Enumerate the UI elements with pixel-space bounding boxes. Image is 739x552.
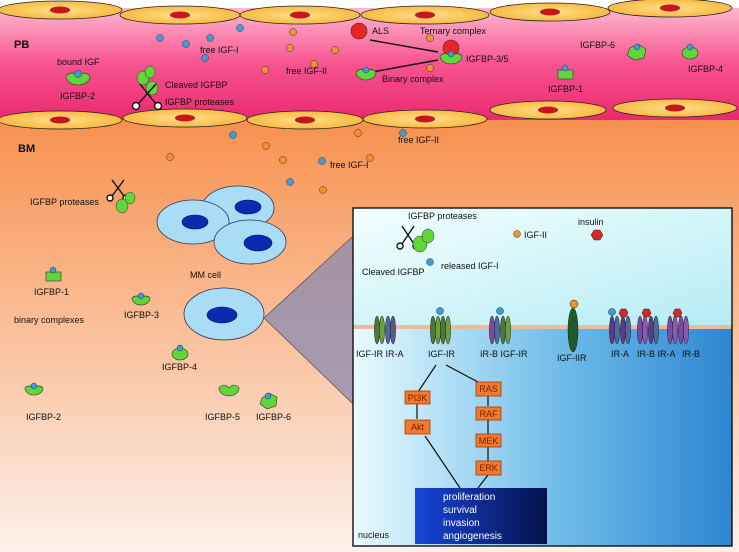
igfbp1-icon-pb <box>557 64 574 80</box>
free-igf1-label-bm: free IGF-I <box>330 160 369 170</box>
raf-box <box>475 406 502 421</box>
insulin-label: insulin <box>578 217 604 227</box>
free-igf1-label-pb: free IGF-I <box>200 45 239 55</box>
igfbp6-icon-pb <box>626 43 647 61</box>
bound-igf-icon <box>65 70 91 86</box>
pi3k-label: PI3K <box>408 393 428 403</box>
raf-label: RAF <box>480 409 499 419</box>
igfbp3-icon-bm <box>131 292 151 306</box>
receptor-label-igf1r: IGF-IR <box>428 349 455 359</box>
pb-label: PB <box>14 39 29 51</box>
pathway-right: RAS RAF MEK ERK <box>475 381 502 476</box>
receptor-irb-igf1r <box>489 307 511 345</box>
igfbp3-label-bm: IGFBP-3 <box>124 310 159 320</box>
mm-cell-label: MM cell <box>190 270 221 280</box>
erk-box <box>475 460 502 476</box>
igfbp2-label-pb: IGFBP-2 <box>60 91 95 101</box>
zoom-igfbp-proteases-label: IGFBP proteases <box>408 211 477 221</box>
outcomes-box <box>415 488 547 544</box>
endothelium-top-nuclei <box>50 4 680 19</box>
cleaved-igfbp-label-pb: Cleaved IGFBP <box>165 80 228 90</box>
pathway-connectors <box>416 364 489 489</box>
zoom-cleaved-igfbp-label: Cleaved IGFBP <box>362 267 425 277</box>
igfbp6-label-bm: IGFBP-6 <box>256 412 291 422</box>
receptor-label-igf1r-ira: IGF-IR IR-A <box>356 349 404 359</box>
igf2-label: IGF-II <box>524 230 547 240</box>
complex-line-1 <box>369 39 439 53</box>
ras-box <box>475 381 502 397</box>
free-igf-dots-pb <box>156 24 434 74</box>
igfbp2-label-bm: IGFBP-2 <box>26 412 61 422</box>
outcome-survival: survival <box>443 505 477 516</box>
endothelium-bottom-nuclei <box>50 104 685 124</box>
igfbp4-label-pb: IGFBP-4 <box>688 64 723 74</box>
zoom-cleaved-igfbp-icon <box>412 228 435 253</box>
igfbp-proteases-label-bm: IGFBP proteases <box>30 197 99 207</box>
released-igf1-label: released IGF-I <box>441 261 499 271</box>
igfbp6-icon-bm <box>259 392 278 410</box>
igfbp5-icon-bm <box>218 384 240 397</box>
endothelium-top <box>0 0 733 25</box>
erk-label: ERK <box>479 463 498 473</box>
akt-label: Akt <box>411 422 425 432</box>
igfbp5-label-bm: IGFBP-5 <box>205 412 240 422</box>
igfbp-proteases-label-pb: IGFBP proteases <box>165 97 234 107</box>
cleaved-igfbp-icon-bm <box>115 191 136 214</box>
complex-line-2 <box>371 59 439 73</box>
igfbp2-icon-bm <box>24 382 44 396</box>
bound-igf-label: bound IGF <box>57 57 100 67</box>
igf2-icon <box>513 230 521 238</box>
receptor-igf2r <box>567 299 579 353</box>
ternary-complex-label: Ternary complex <box>420 26 487 36</box>
receptor-label-irb-ira: IR-B IR-A <box>637 349 676 359</box>
binary-complexes-label: binary complexes <box>14 315 85 325</box>
insulin-icon <box>590 229 604 241</box>
receptor-label-irb: IR-B <box>682 349 700 359</box>
receptor-igf1r-ira <box>374 315 396 345</box>
igfbp1-label-pb: IGFBP-1 <box>548 84 583 94</box>
outcome-proliferation: proliferation <box>443 492 495 503</box>
free-igf2-label-pb: free IGF-II <box>286 66 327 76</box>
free-igf-dots-bm <box>166 129 407 194</box>
receptor-irb <box>667 308 689 345</box>
released-igf1-icon <box>426 258 434 266</box>
outcome-invasion: invasion <box>443 518 480 529</box>
pi3k-box <box>404 390 431 405</box>
receptor-ira <box>608 308 631 345</box>
als-label: ALS <box>372 26 389 36</box>
receptor-label-irb-igf1r: IR-B IGF-IR <box>480 349 528 359</box>
mek-label: MEK <box>479 436 499 446</box>
igfbp6-label-pb: IGFBP-6 <box>580 40 615 50</box>
mm-cell-nuclei <box>181 199 273 324</box>
receptor-label-igf2r: IGF-IIR <box>557 353 587 363</box>
receptor-igf1r <box>430 307 451 345</box>
als-icon <box>350 22 368 40</box>
nucleus-label: nucleus <box>358 530 390 540</box>
igfbp4-icon-pb <box>681 43 699 60</box>
igfbp35-label: IGFBP-3/5 <box>466 54 509 64</box>
binary-complex-icon <box>355 66 377 81</box>
receptor-irb-ira <box>637 308 659 345</box>
igfbp4-label-bm: IGFBP-4 <box>162 362 197 372</box>
akt-box <box>404 419 431 435</box>
outcome-angiogenesis: angiogenesis <box>443 531 502 542</box>
scissors-icon <box>131 83 163 111</box>
ternary-complex-icon <box>439 39 463 65</box>
pathway-left: PI3K Akt <box>404 390 431 435</box>
igfbp1-label-bm: IGFBP-1 <box>34 287 69 297</box>
igfbp1-icon-bm <box>45 266 62 282</box>
binary-complex-label: Binary complex <box>382 74 444 84</box>
peripheral-blood-region <box>0 8 739 120</box>
free-igf2-label-bm: free IGF-II <box>398 135 439 145</box>
igfbp4-icon-bm <box>171 344 189 361</box>
receptor-label-ira: IR-A <box>611 349 629 359</box>
mek-box <box>475 433 502 448</box>
ras-label: RAS <box>479 384 498 394</box>
bm-label: BM <box>18 143 35 155</box>
